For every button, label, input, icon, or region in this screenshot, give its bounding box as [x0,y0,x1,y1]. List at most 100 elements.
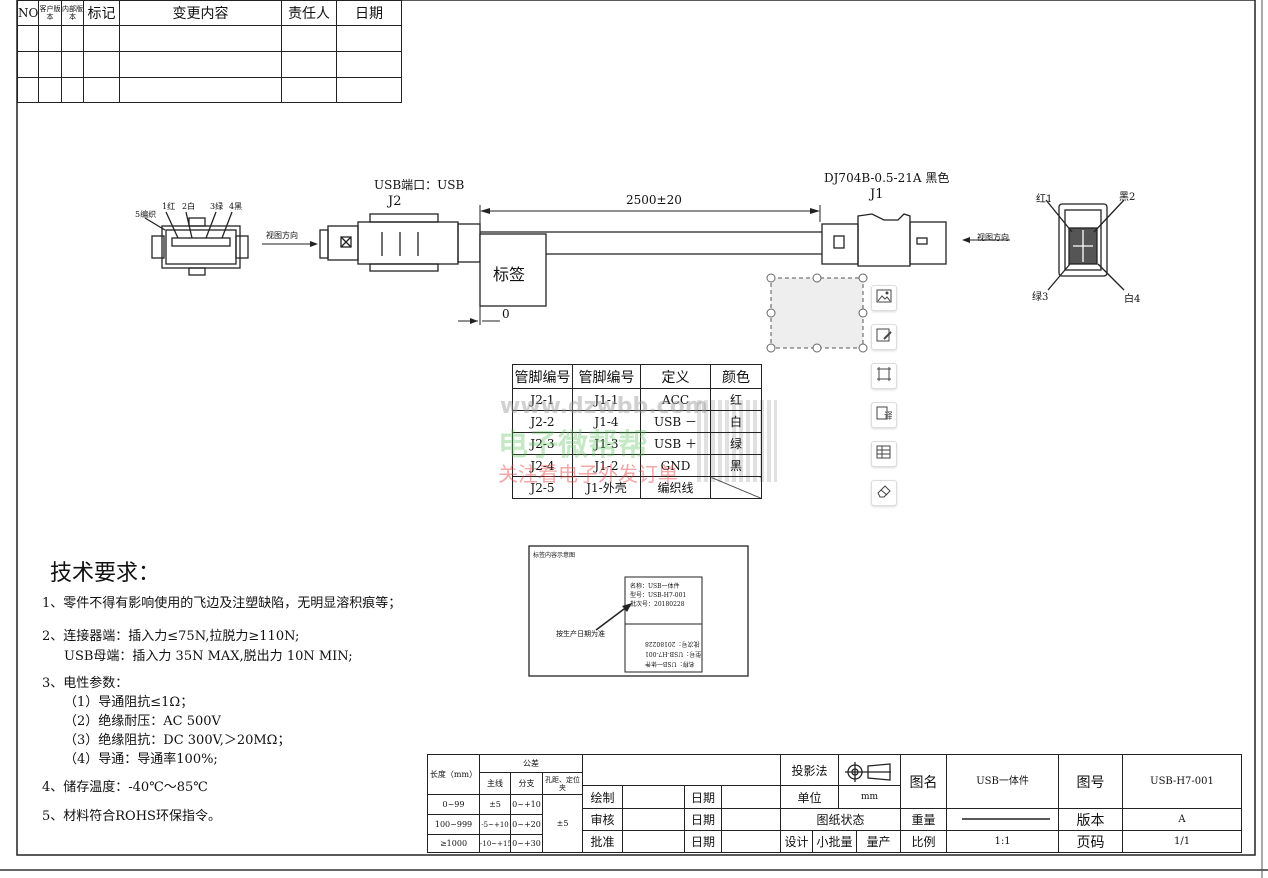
tol-cell: ±5 [479,794,511,815]
tol-cell: 0~+10 [510,794,543,815]
pin-header: 管脚编号 [512,364,573,389]
date-label: 日期 [684,808,722,831]
j1-pin-label: 黑2 [1119,192,1136,203]
pin-cell-empty [710,476,762,499]
drawing-number: USB-H7-001 [1122,754,1243,809]
pin-cell: 白 [710,410,762,433]
pin-cell: 黑 [710,454,762,477]
tol-cell: ≥1000 [427,834,480,853]
rev-header-owner: 责任人 [281,0,337,26]
eraser-tool-button[interactable] [871,480,897,506]
edit-image-icon [876,327,892,347]
table-row [17,25,402,52]
tech-item: 1、零件不得有影响使用的飞边及注塑缺陷，无明显溶积痕等； [42,596,402,611]
j2-plug [319,213,481,272]
label-box-text: 标签 [493,265,526,284]
table-row [17,77,402,103]
tol-col: 主线 [479,772,511,795]
design-status: 设计 [780,830,813,853]
drawing-name: USB一体件 [946,754,1060,809]
usb-pin-label: 5编织 [135,210,157,219]
offset-dimension: 0 [502,307,510,321]
tech-item: （2）绝缘耐压：AC 500V [64,714,221,729]
tech-item: （4）导通：导通率100%; [64,752,218,767]
usb-pin-label: 1红 [162,202,176,211]
translate-icon: 译 [876,405,893,425]
pin-cell: J2-2 [512,410,573,433]
j1-label: J1 [870,187,884,202]
approved-label: 批准 [582,830,623,853]
pin-cell: J1-1 [572,388,641,411]
pin-cell: J1-2 [572,454,641,477]
j1-pin-label: 绿3 [1032,292,1049,303]
tol-col: 孔距、定位夹 [541,772,584,795]
pin-cell: J2-3 [512,432,573,455]
j1-part-label: DJ704B-0.5-21A 黑色 [824,171,950,185]
rev-header-mark: 标记 [83,0,120,26]
usb-port-label: USB端口：USB [374,178,465,192]
tech-title: 技术要求： [50,561,161,586]
length-dimension: 2500±20 [626,193,682,207]
j1-pin-label: 白4 [1124,294,1141,305]
crop-tool-button[interactable] [871,363,897,389]
pin-cell: J1-4 [572,410,641,433]
small-batch-status: 小批量 [811,830,858,853]
tol-cell: -5~+10 [479,814,511,835]
pin-cell: J1-3 [572,432,641,455]
scale-label: 比例 [900,830,948,853]
rev-header-date: 日期 [336,0,402,26]
image-tool-button[interactable] [871,285,897,311]
mass-production-status: 量产 [856,830,902,853]
tech-item: USB母端：插入力 35N MAX,脱出力 10N MIN; [64,649,353,664]
label-box [479,233,547,307]
label-sample-mirrored: 批次号：20180228 [645,640,700,647]
pin-header: 管脚编号 [572,364,641,389]
date-label: 日期 [684,830,722,853]
pin-cell: ACC [640,388,711,411]
page-label: 页码 [1058,830,1124,853]
selection-handles [766,273,868,353]
view-direction-right: 视图方向 [977,233,1009,242]
tol-cell: 100~999 [427,814,480,835]
translate-tool-button[interactable]: 译 [871,402,897,428]
usb-receptacle-view [144,211,249,276]
pin-cell: J1-外壳 [572,476,641,499]
selection-box [770,277,864,349]
tech-item: 3、电性参数： [42,676,129,691]
pin-cell: USB ＋ [640,432,711,455]
tech-item: 5、材料符合ROHS环保指令。 [42,809,221,824]
edit-image-tool-button[interactable] [871,324,897,350]
label-sample-mirrored: 型号：USB-H7-001 [645,650,702,657]
rev-header-internal-version: 内部版本 [61,0,84,26]
page-value: 1/1 [1122,830,1243,853]
j1-connector [821,213,947,267]
tech-item: 2、连接器端：插入力≤75N,拉脱力≥110N; [42,629,300,644]
table-tool-button[interactable] [871,441,897,467]
tol-cell: 0~+30 [510,834,543,853]
pin-header: 颜色 [710,364,762,389]
pin-cell: 编织线 [640,476,711,499]
image-icon [876,288,892,308]
drawing-name-label: 图名 [900,754,948,809]
pin-cell: J2-4 [512,454,573,477]
label-sample-title: 标签内容示意图 [533,552,576,559]
label-sample-line: 批次号：20180228 [630,601,685,608]
revision-table: NO 客户版本 内部版本 标记 变更内容 责任人 日期 [17,0,402,103]
label-sample-mirrored: 名称：USB一体件 [645,660,695,667]
svg-text:译: 译 [884,411,892,421]
version-label: 版本 [1058,808,1124,831]
label-sample-line: 型号：USB-H7-001 [630,592,687,599]
drawing-number-label: 图号 [1058,754,1124,809]
eraser-icon [876,483,892,503]
unit-value: mm [838,785,902,809]
status-label: 图纸状态 [779,808,902,831]
label-sample-line: 名称：USB一体件 [630,583,680,590]
